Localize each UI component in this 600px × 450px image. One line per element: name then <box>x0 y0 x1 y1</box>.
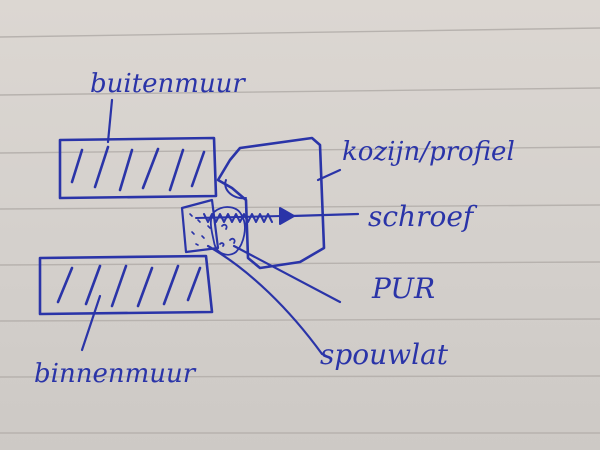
inner-wall <box>38 254 214 316</box>
leader-buitenmuur <box>106 98 114 144</box>
label-buitenmuur: buitenmuur <box>90 69 246 99</box>
label-schroef: schroef <box>368 200 478 233</box>
leader-binnenmuur <box>80 294 102 352</box>
rule-lines <box>0 27 600 434</box>
leader-pur <box>232 244 342 304</box>
leader-spouwlat <box>206 244 324 356</box>
leader-schroef <box>290 212 360 218</box>
cavity-batten <box>180 198 220 254</box>
screw <box>195 207 295 225</box>
label-pur: PUR <box>371 272 435 305</box>
label-spouwlat: spouwlat <box>320 338 449 371</box>
outer-wall <box>58 136 218 200</box>
label-binnenmuur: binnenmuur <box>34 359 197 389</box>
leader-lines <box>80 98 360 356</box>
pur-foam <box>209 206 246 256</box>
frame-profile <box>216 136 326 270</box>
leader-kozijn <box>316 168 342 182</box>
label-kozijn-profiel: kozijn/profiel <box>342 137 515 167</box>
